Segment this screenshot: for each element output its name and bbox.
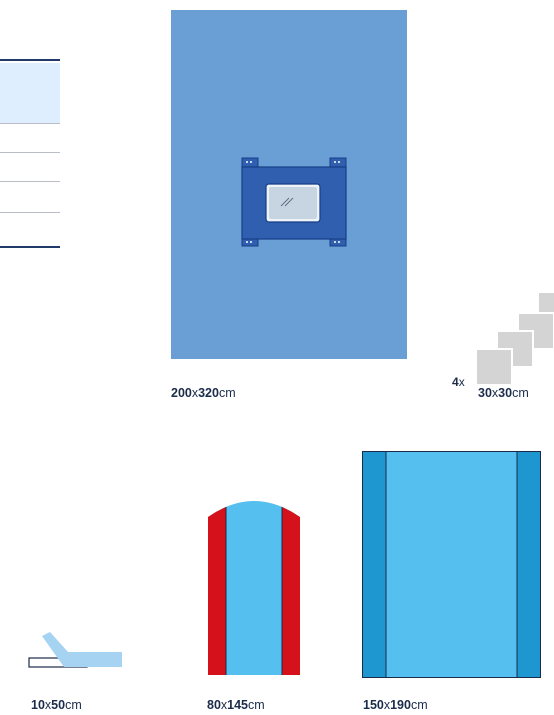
- swab-count-label: 4x: [452, 375, 465, 389]
- gauze-swab-stack-icon: [476, 293, 554, 386]
- swab: [476, 348, 513, 386]
- cover-80x145: [208, 501, 300, 675]
- adhesive-tape-icon: [28, 632, 122, 668]
- tape-strip: [42, 632, 122, 667]
- window-film: [269, 187, 317, 219]
- cover-red-edge: [282, 501, 300, 675]
- swab-size-label: 30x30cm: [478, 386, 529, 400]
- sheet-size-label: 150x190cm: [363, 698, 428, 712]
- film-window-icon: [241, 157, 347, 247]
- cover-red-edge: [208, 501, 226, 675]
- cover-size-label: 80x145cm: [207, 698, 265, 712]
- table-row-divider: [0, 123, 60, 124]
- table-top-rule: [0, 59, 60, 61]
- table-row-divider: [0, 181, 60, 182]
- table-row-divider: [0, 152, 60, 153]
- tape-size-label: 10x50cm: [31, 698, 82, 712]
- table-highlight-row: [0, 63, 60, 123]
- table-bottom-rule: [0, 246, 60, 248]
- table-row-divider: [0, 212, 60, 213]
- sheet-edge: [517, 451, 541, 678]
- sheet-150x190: [362, 451, 541, 678]
- sheet-edge: [362, 451, 386, 678]
- drape-large-size-label: 200x320cm: [171, 386, 236, 400]
